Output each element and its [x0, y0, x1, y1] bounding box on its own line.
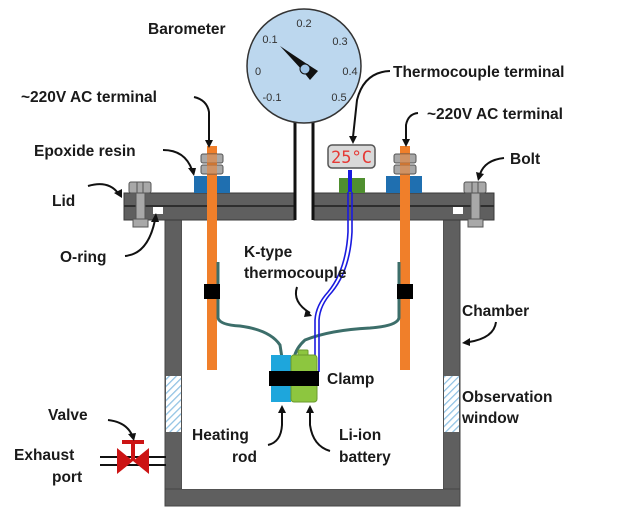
gauge-tick: -0.1 — [263, 92, 282, 104]
arrowhead — [151, 213, 159, 222]
arrowhead — [462, 338, 470, 346]
arrowhead — [402, 139, 410, 147]
thermocouple-display: 25°C — [327, 144, 376, 169]
arrowhead — [188, 168, 196, 176]
label-clamp: Clamp — [327, 371, 374, 388]
label-heating-line2: rod — [232, 449, 257, 466]
label-battery-line1: Li-ion — [339, 427, 381, 444]
arrow-heating-rod — [267, 412, 283, 446]
gauge-tick: 0.2 — [296, 18, 311, 30]
temperature-readout: 25°C — [331, 148, 372, 168]
label-o-ring: O-ring — [60, 249, 107, 266]
clamp — [269, 371, 319, 386]
arrowhead — [114, 189, 122, 198]
arrow-ac-right — [405, 112, 419, 140]
label-battery-line2: battery — [339, 449, 391, 466]
rod-clip-right — [397, 284, 413, 299]
gauge-tick: 0.3 — [332, 36, 347, 48]
arrow-ac-left — [193, 96, 210, 142]
arrowhead — [476, 172, 484, 181]
arrow-bolt — [479, 157, 505, 175]
lid — [123, 192, 495, 221]
arrow-o-ring — [124, 219, 156, 257]
copper-rod-right — [400, 146, 410, 370]
label-valve: Valve — [48, 407, 88, 424]
arrow-battery — [309, 412, 331, 452]
gauge-needle — [280, 46, 307, 70]
valve-icon — [117, 440, 149, 474]
arrowhead — [205, 140, 213, 148]
o-ring-right — [453, 207, 463, 214]
arrowhead — [278, 405, 286, 413]
label-observation-line1: Observation — [462, 389, 552, 406]
barometer-gauge: 0.2 0.1 0.3 0 0.4 -0.1 0.5 — [246, 8, 362, 124]
label-chamber: Chamber — [462, 303, 529, 320]
thermocouple-wire — [314, 170, 353, 372]
label-barometer: Barometer — [148, 21, 226, 38]
label-thermocouple-terminal: Thermocouple terminal — [393, 64, 564, 81]
label-epoxide-resin: Epoxide resin — [34, 143, 136, 160]
label-observation-line2: window — [461, 410, 520, 427]
arrow-valve — [107, 419, 133, 436]
nuts-right — [393, 153, 417, 175]
rod-clip-left — [204, 284, 220, 299]
o-ring-left — [153, 207, 163, 214]
arrow-epoxy — [162, 149, 193, 171]
gauge-tick: 0.4 — [342, 66, 357, 78]
gauge-tick: 0.1 — [262, 34, 277, 46]
label-ac-terminal-left: ~220V AC terminal — [21, 89, 157, 106]
barometer-pipe — [293, 118, 315, 220]
nuts-left — [200, 153, 224, 175]
arrow-chamber — [468, 321, 497, 343]
arrow-thermocouple-terminal — [352, 70, 391, 138]
arrowhead — [306, 405, 314, 413]
bolt-left — [128, 181, 152, 228]
label-bolt: Bolt — [510, 151, 540, 168]
arrow-lid — [87, 183, 119, 194]
arrowhead — [304, 309, 312, 317]
observation-window-right — [444, 376, 459, 432]
heater-wires — [216, 262, 401, 359]
copper-rod-left — [207, 146, 217, 370]
label-k-type-line1: K-type — [244, 244, 293, 261]
label-ac-terminal-right: ~220V AC terminal — [427, 106, 563, 123]
arrowhead — [349, 136, 357, 144]
label-heating-line1: Heating — [192, 427, 249, 444]
arrowhead — [128, 433, 136, 441]
label-k-type-line2: thermocouple — [244, 265, 347, 282]
gauge-tick: 0.5 — [331, 92, 346, 104]
bolt-right — [463, 181, 487, 228]
label-lid: Lid — [52, 193, 75, 210]
observation-window-left — [166, 376, 181, 432]
gauge-pivot — [299, 63, 311, 75]
label-exhaust-line1: Exhaust — [14, 447, 74, 464]
gauge-tick: 0 — [255, 66, 261, 78]
label-exhaust-line2: port — [52, 469, 82, 486]
